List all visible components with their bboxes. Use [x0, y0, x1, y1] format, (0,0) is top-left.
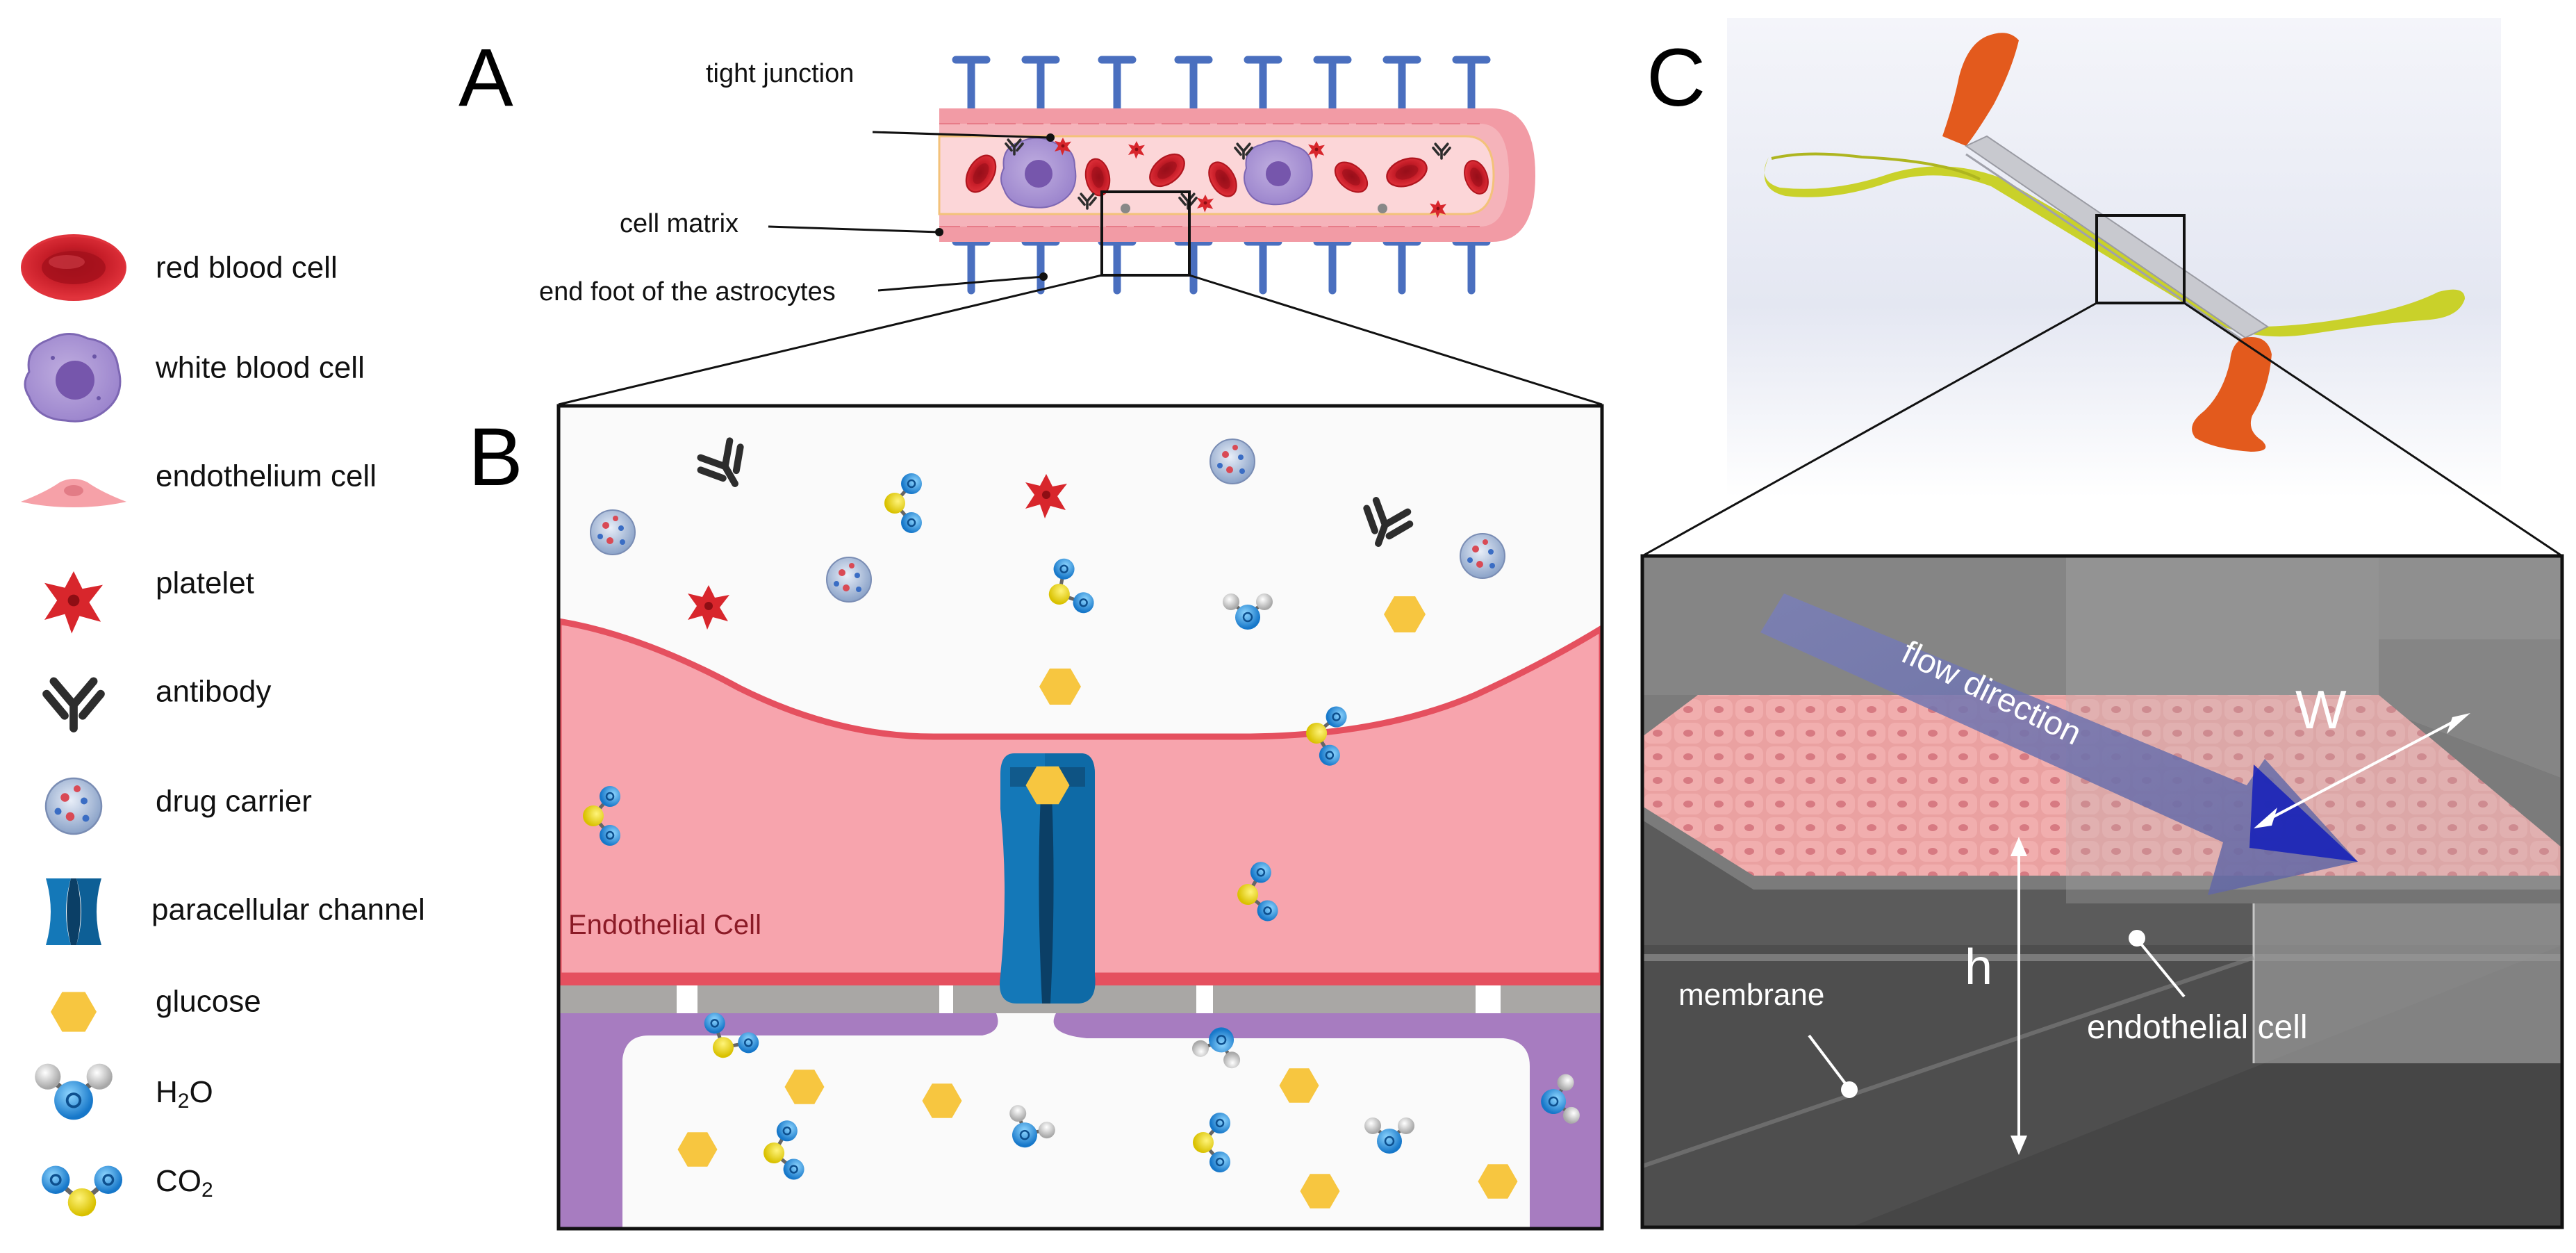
- legend-item-glucose: glucose: [51, 985, 261, 1032]
- legend-label: endothelium cell: [156, 459, 377, 493]
- legend-label: paracellular channel: [151, 893, 425, 927]
- platelet-icon: [44, 571, 103, 634]
- panel-c: C: [1640, 18, 2564, 1229]
- cell-matrix-label: cell matrix: [620, 209, 738, 238]
- legend-label: H2O: [156, 1075, 213, 1113]
- height-label: h: [1965, 940, 1992, 995]
- endothelial-cell-label-c: endothelial cell: [2087, 1009, 2308, 1046]
- legend-item-platelet: platelet: [44, 566, 254, 634]
- legend-item-h2o: H2O: [35, 1064, 213, 1120]
- legend-label: antibody: [156, 675, 271, 709]
- legend: red blood cell white blood cell endothel…: [21, 234, 425, 1216]
- panel-letter-b: B: [468, 411, 523, 503]
- legend-item-co2: CO2: [42, 1164, 213, 1217]
- glucose-icon: [51, 992, 97, 1032]
- legend-item-drug-carrier: drug carrier: [44, 777, 312, 835]
- legend-label: glucose: [156, 985, 261, 1019]
- zoom-box-a: [1100, 190, 1191, 277]
- endothelial-cell-label: Endothelial Cell: [568, 910, 761, 940]
- width-dimension: W: [2254, 679, 2470, 828]
- water-molecule-icon: [35, 1064, 113, 1120]
- membrane-label: membrane: [1678, 978, 1824, 1012]
- co2-molecule-icon: [42, 1165, 122, 1216]
- astrocyte-feet: [956, 60, 1487, 290]
- paracellular-channel: [1000, 753, 1096, 1004]
- white-blood-cell-icon: [24, 333, 122, 423]
- legend-label: red blood cell: [156, 251, 338, 285]
- endothelium-cell-icon: [21, 479, 126, 507]
- panel-b-scene: Endothelial Cell: [559, 406, 1602, 1229]
- panel-letter-c: C: [1646, 32, 1706, 124]
- legend-label: CO2: [156, 1164, 213, 1202]
- legend-label: drug carrier: [156, 785, 312, 819]
- legend-label: platelet: [156, 566, 254, 600]
- legend-item-antibody: antibody: [47, 675, 271, 728]
- legend-item-endothelium-cell: endothelium cell: [21, 459, 377, 507]
- callouts-a: tight junction cell matrix end foot of t…: [539, 59, 1055, 306]
- red-blood-cell-icon: [21, 234, 126, 301]
- legend-label: white blood cell: [155, 351, 365, 385]
- legend-item-paracellular-channel: paracellular channel: [46, 878, 425, 945]
- panel-b: B: [468, 404, 1604, 1231]
- paracellular-channel-icon: [46, 878, 101, 945]
- membrane-callout: membrane: [1678, 978, 1858, 1098]
- panel-a: A: [459, 32, 1603, 406]
- end-foot-label: end foot of the astrocytes: [539, 277, 836, 306]
- drug-carrier-icon: [44, 777, 103, 835]
- legend-item-red-blood-cell: red blood cell: [21, 234, 338, 301]
- tight-junction-label: tight junction: [706, 59, 854, 88]
- channel-detail: flow direction W h membrane: [1642, 556, 2562, 1227]
- height-dimension: h: [1965, 837, 2027, 1155]
- antibody-icon: [47, 681, 101, 728]
- endothelial-cell-callout: endothelial cell: [2087, 930, 2308, 1046]
- chip-render: [1727, 18, 2501, 498]
- legend-item-white-blood-cell: white blood cell: [24, 333, 365, 423]
- width-label: W: [2295, 679, 2347, 740]
- vessel-contents: [959, 137, 1494, 218]
- panel-letter-a: A: [459, 32, 513, 124]
